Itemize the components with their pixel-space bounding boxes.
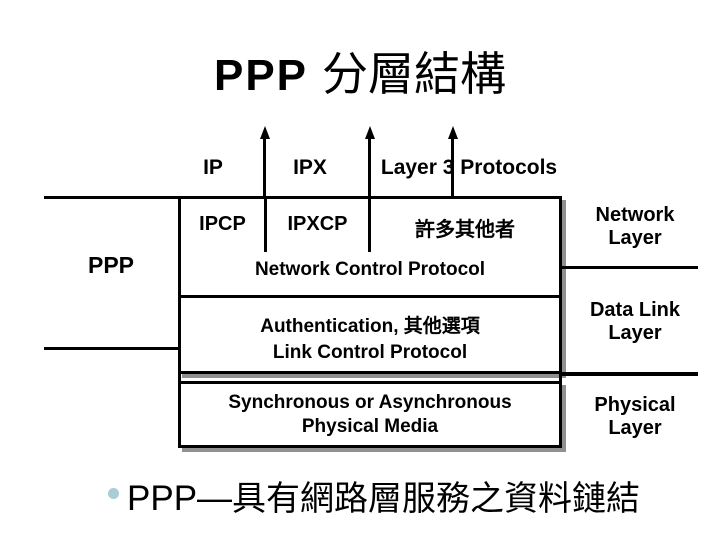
network-layer-line1: Network [595,204,675,226]
network-layer-line2: Layer [608,227,662,249]
physical-media-box: Synchronous or Asynchronous Physical Med… [178,381,562,448]
label-link-control-protocol: Link Control Protocol [272,342,468,363]
ppp-bracket-top-line [44,196,178,199]
physical-layer-line1: Physical [594,394,676,416]
physical-layer-line2: Layer [608,417,662,439]
divider-ipcp-ipxcp [264,198,267,252]
arrow-head-icon [259,126,270,139]
bullet-text: PPP—具有網路層服務之資料鏈結 [127,471,640,520]
bullet-text-ppp: PPP— [127,479,233,518]
arrow-head-icon [364,126,375,139]
title-layered-structure: 分層結構 [322,49,507,100]
title-ppp: PPP [213,51,309,100]
cell-ipxcp: IPXCP [287,213,348,235]
arrow-head-icon [447,126,458,139]
slide-title: PPP 分層結構 [0,38,720,104]
label-physical-media: Physical Media [301,415,439,437]
datalink-physical-divider [562,372,698,376]
label-ipx: IPX [293,156,327,179]
ppp-bracket-label: PPP [87,252,135,278]
divider-ipxcp-others [368,198,371,252]
box-right-edge-joint [559,373,562,382]
network-datalink-divider [562,266,698,269]
label-authentication-options: Authentication, 其他選項 [260,316,480,337]
up-arrow-layer3 [447,126,458,198]
cell-ipcp: IPCP [199,213,246,235]
box-left-edge-joint [178,373,181,382]
label-network-layer: Network Layer [565,204,705,250]
label-network-control-protocol: Network Control Protocol [254,259,486,280]
label-ip: IP [203,156,223,179]
data-link-layer-line2: Layer [608,322,662,344]
ncp-lcp-divider [180,295,560,298]
cell-many-others: 許多其他者 [415,219,515,241]
arrow-shaft [451,139,454,198]
label-sync-async: Synchronous or Asynchronous [228,391,512,413]
protocol-stack-box: IPCP IPXCP 許多其他者 Network Control Protoco… [178,196,562,374]
ppp-bracket-bottom-line [44,347,178,350]
label-layer3-protocols: Layer 3 Protocols [380,156,558,179]
label-data-link-layer: Data Link Layer [565,299,705,345]
bullet-text-zh: 具有網路層服務之資料鏈結 [232,481,641,518]
data-link-layer-line1: Data Link [589,299,681,321]
label-physical-layer: Physical Layer [565,394,705,440]
bullet-marker-icon [108,488,119,499]
